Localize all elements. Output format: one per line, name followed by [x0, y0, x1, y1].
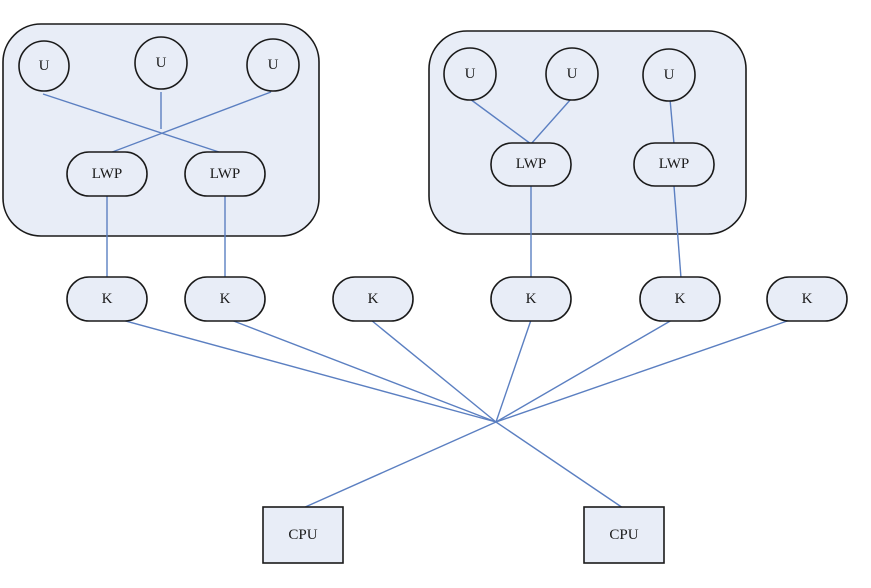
- svg-text:CPU: CPU: [609, 527, 638, 543]
- edge-k2-center: [230, 319, 497, 423]
- svg-text:K: K: [220, 291, 231, 307]
- user-thread-u2: U: [134, 36, 188, 90]
- svg-text:LWP: LWP: [92, 166, 123, 182]
- lwp-2: LWP: [184, 151, 266, 197]
- svg-text:U: U: [39, 58, 50, 74]
- edge-lwp4-k5: [673, 185, 682, 279]
- edge-center-cpu1: [302, 421, 497, 509]
- lwp-3: LWP: [490, 142, 572, 187]
- svg-text:U: U: [664, 67, 675, 83]
- svg-text:U: U: [156, 55, 167, 71]
- edge-k6-center: [495, 319, 791, 423]
- lwp-4: LWP: [633, 142, 715, 187]
- scheduler-connectors: [121, 319, 791, 509]
- kernel-thread-k4: K: [490, 276, 572, 322]
- kernel-thread-k2: K: [184, 276, 266, 322]
- edge-u6-lwp4: [669, 98, 675, 145]
- user-thread-u6: U: [642, 48, 696, 102]
- edge-u5-lwp3: [530, 98, 572, 145]
- user-thread-u5: U: [545, 47, 599, 101]
- edge-u1-lwp2: [42, 93, 226, 155]
- edge-u4-lwp3: [469, 98, 532, 145]
- edge-u3-lwp1: [106, 91, 272, 155]
- user-thread-u3: U: [246, 38, 300, 92]
- user-thread-u4: U: [443, 47, 497, 101]
- svg-text:K: K: [102, 291, 113, 307]
- edge-k3-center: [370, 319, 497, 423]
- svg-text:K: K: [368, 291, 379, 307]
- edge-k4-center: [495, 319, 532, 423]
- process-1-connectors: [42, 91, 272, 278]
- svg-text:K: K: [526, 291, 537, 307]
- edge-k1-center: [121, 319, 497, 423]
- cpu-1: CPU: [262, 506, 344, 564]
- svg-text:LWP: LWP: [516, 156, 547, 172]
- svg-text:U: U: [567, 66, 578, 82]
- svg-text:LWP: LWP: [210, 166, 241, 182]
- svg-text:U: U: [268, 57, 279, 73]
- svg-text:U: U: [465, 66, 476, 82]
- kernel-thread-k1: K: [66, 276, 148, 322]
- edge-center-cpu2: [495, 421, 624, 509]
- svg-text:K: K: [802, 291, 813, 307]
- kernel-thread-k5: K: [639, 276, 721, 322]
- svg-text:LWP: LWP: [659, 156, 690, 172]
- edge-k5-center: [495, 319, 673, 423]
- svg-text:CPU: CPU: [288, 527, 317, 543]
- lwp-1: LWP: [66, 151, 148, 197]
- process-2-connectors: [469, 98, 682, 279]
- kernel-thread-k3: K: [332, 276, 414, 322]
- svg-text:K: K: [675, 291, 686, 307]
- user-thread-u1: U: [18, 40, 70, 92]
- cpu-2: CPU: [583, 506, 665, 564]
- kernel-thread-k6: K: [766, 276, 848, 322]
